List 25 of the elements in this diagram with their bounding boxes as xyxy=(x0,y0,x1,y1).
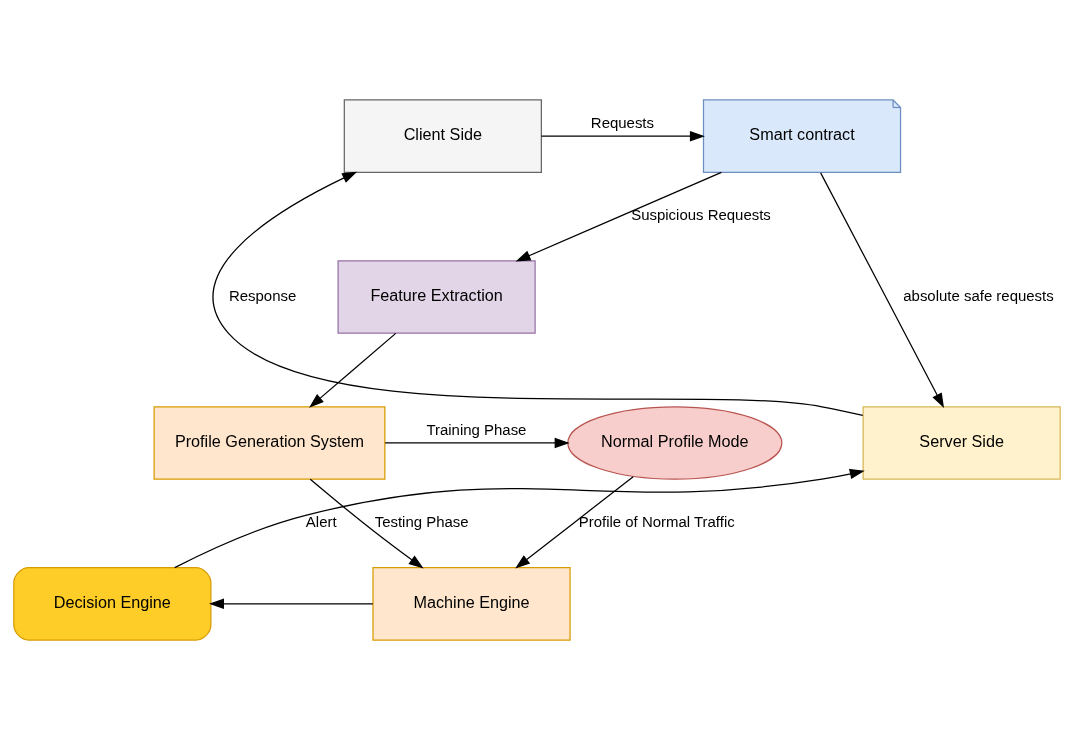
arrow xyxy=(309,332,397,408)
edge-label: Testing Phase xyxy=(374,513,469,531)
node-box: Client Side xyxy=(343,99,542,173)
edge-label: Suspicious Requests xyxy=(631,206,771,224)
edge-label: Profile of Normal Traffic xyxy=(578,513,735,531)
edge-label: Requests xyxy=(590,114,655,132)
edge-label: Alert xyxy=(305,513,337,531)
arrow xyxy=(540,130,705,142)
arrow xyxy=(174,468,865,569)
node-box: Profile Generation System xyxy=(153,406,386,480)
node-ellipse: Normal Profile Mode xyxy=(567,406,783,480)
edge-label: Response xyxy=(228,286,297,304)
arrow xyxy=(212,171,864,417)
edge-label: Training Phase xyxy=(426,420,527,438)
node-box: Server Side xyxy=(862,406,1061,480)
node-box: Machine Engine xyxy=(372,567,571,641)
arrow xyxy=(820,172,945,409)
node-box: Feature Extraction xyxy=(337,260,536,334)
arrow xyxy=(515,171,722,262)
arrow xyxy=(384,437,570,449)
arrow xyxy=(515,476,634,569)
arrow xyxy=(209,598,374,610)
edge-label: absolute safe requests xyxy=(903,286,1054,304)
arrow xyxy=(309,478,424,569)
node-box: Decision Engine xyxy=(13,567,212,641)
